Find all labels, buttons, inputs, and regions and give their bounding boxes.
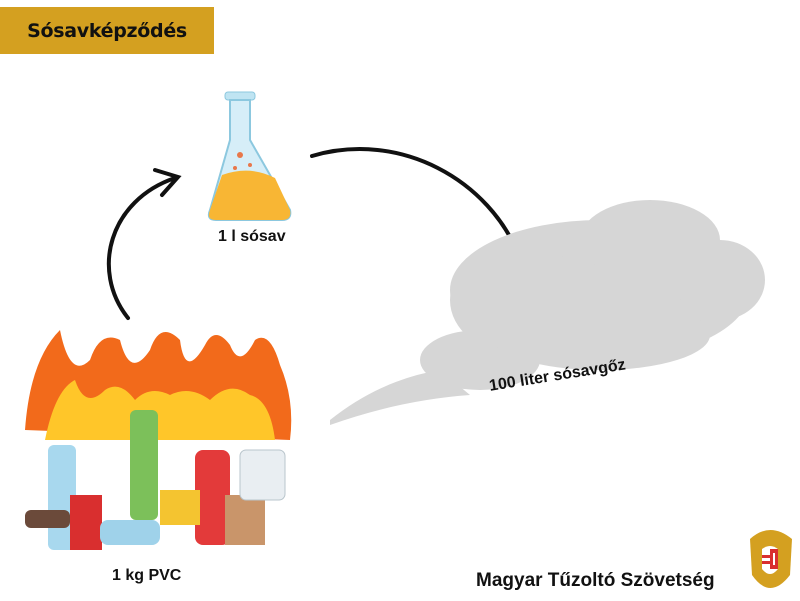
slide-title-banner: Sósavképződés (0, 7, 214, 54)
pvc-label: 1 kg PVC (112, 567, 182, 584)
smoke-cloud-icon (330, 200, 765, 425)
acid-label: 1 l sósav (218, 228, 286, 245)
arrow-pvc-to-acid (106, 168, 182, 320)
flask-icon (207, 91, 292, 221)
slide-title: Sósavképződés (27, 19, 187, 42)
organization-logo (750, 530, 792, 588)
organization-name: Magyar Tűzoltó Szövetség (476, 570, 715, 591)
burning-plastic-icon (25, 330, 292, 550)
